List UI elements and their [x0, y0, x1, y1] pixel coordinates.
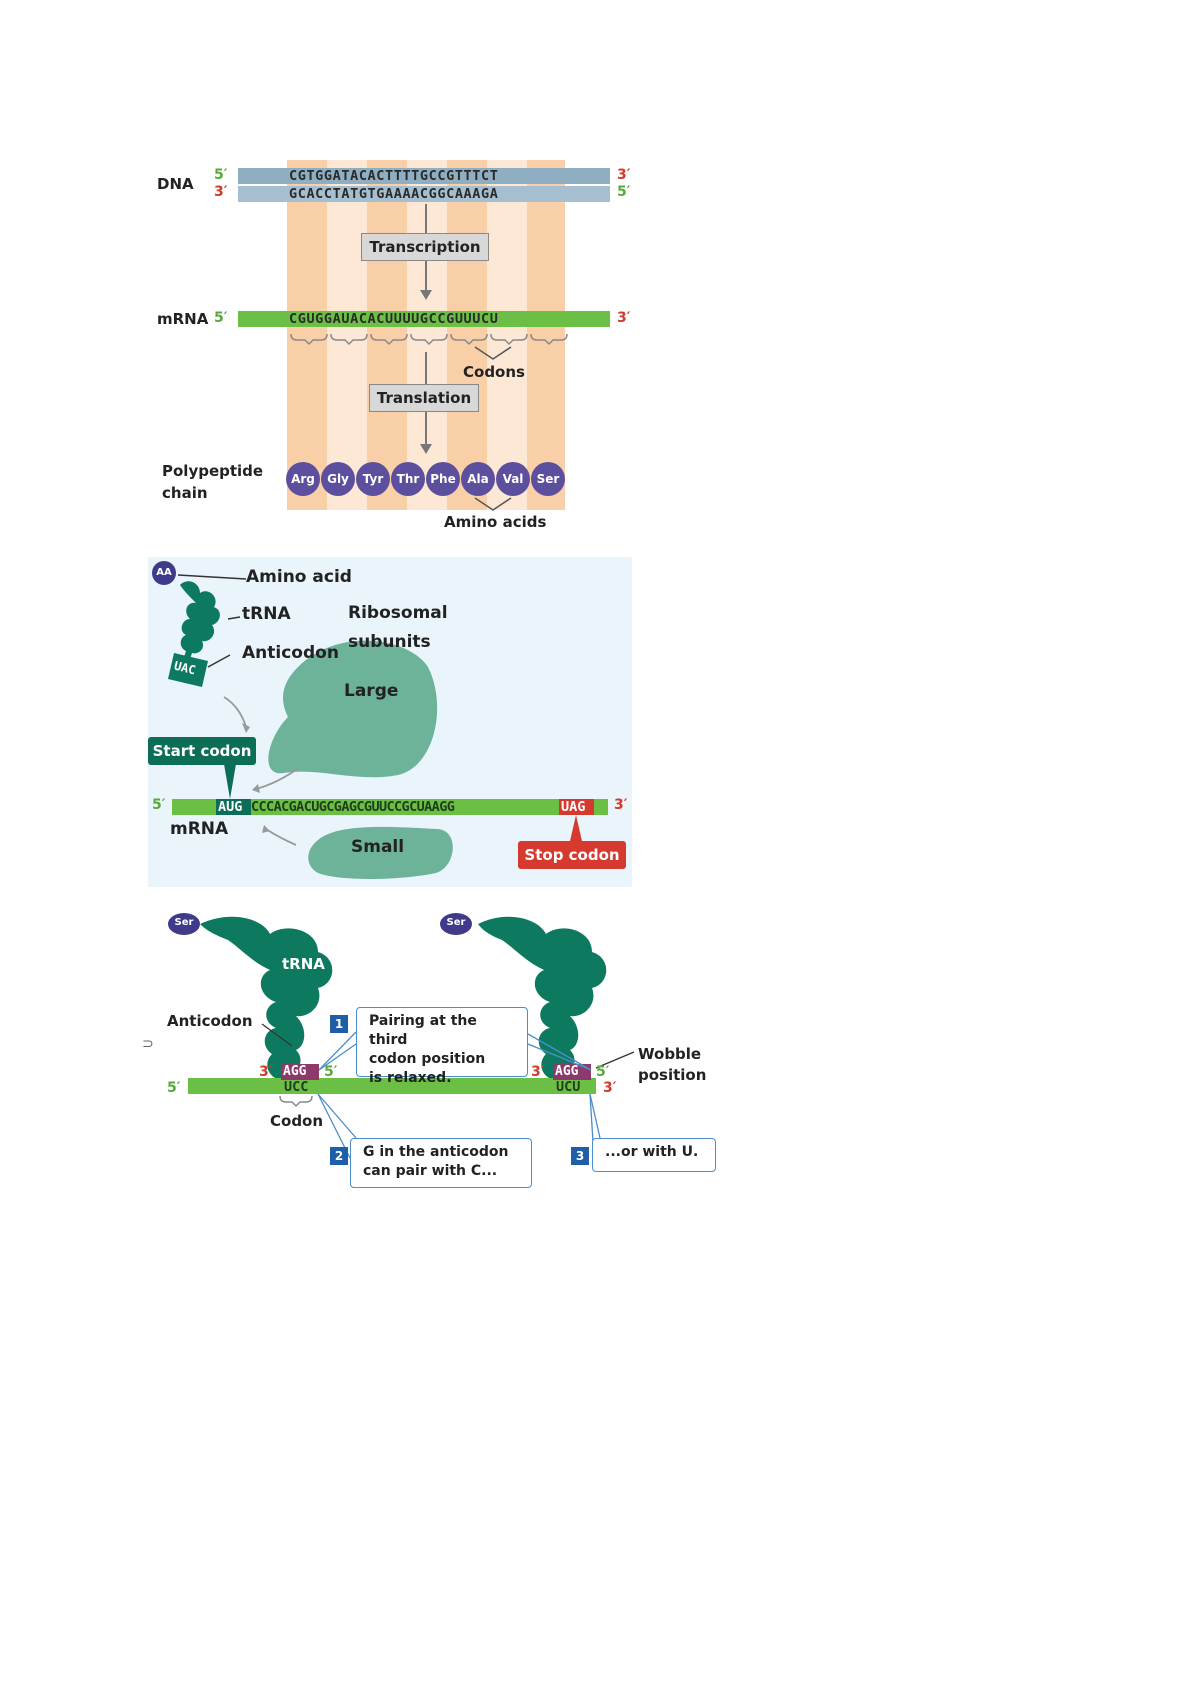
stray-mark: ⊃	[142, 1036, 154, 1052]
dna-top-5prime: 5′	[214, 167, 228, 183]
callout-1-line-1: Pairing at the third	[369, 1013, 477, 1048]
ribosome-graphics	[168, 574, 608, 879]
dna-strand-bottom	[238, 186, 610, 202]
small-subunit-label: Small	[351, 837, 405, 857]
mrna-3prime: 3′	[614, 797, 628, 813]
mrna-3prime: 3′	[603, 1080, 617, 1096]
callout-3: ...or with U.	[592, 1138, 716, 1172]
right-anticodon-seq: AGG	[555, 1064, 579, 1079]
left-anticodon-5prime: 5′	[324, 1064, 338, 1080]
callout-1: Pairing at the third codon position is r…	[356, 1007, 528, 1086]
mrna-middle-sequence: CCCACGACUGCGAGCGUUCCGCUAAGG	[251, 799, 455, 815]
codons-label: Codons	[463, 363, 525, 381]
dna-bottom-sequence: GCACCTATGTGAAAACGGCAAAGA	[289, 186, 499, 202]
codon-right-seq: UCU	[556, 1079, 581, 1095]
wobble-label-2: position	[638, 1066, 707, 1084]
mrna-5prime: 5′	[167, 1080, 181, 1096]
amino-acid-ser: Ser	[531, 462, 565, 496]
amino-acid-tyr: Tyr	[356, 462, 390, 496]
mrna-label: mRNA	[170, 819, 229, 839]
start-codon-label: Start codon	[152, 742, 252, 760]
callout-1-line-2: codon position	[369, 1051, 486, 1067]
mrna-5prime: 5′	[214, 310, 228, 326]
anticodon-label: Anticodon	[242, 643, 339, 663]
amino-acid-arg: Arg	[286, 462, 320, 496]
dna-top-3prime: 3′	[617, 167, 631, 183]
ribosomal-subunits-label-1: Ribosomal	[348, 603, 448, 623]
amino-acids-label: Amino acids	[444, 513, 547, 531]
amino-acid-thr: Thr	[391, 462, 425, 496]
mrna-3prime: 3′	[617, 310, 631, 326]
large-subunit-label: Large	[344, 681, 399, 701]
dna-label: DNA	[157, 175, 194, 193]
transcription-box: Transcription	[361, 233, 489, 261]
wobble-label-1: Wobble	[638, 1045, 702, 1063]
mrna-label: mRNA	[157, 310, 209, 328]
amino-acid-phe: Phe	[426, 462, 460, 496]
stop-codon-badge: Stop codon	[518, 841, 626, 869]
right-anticodon-3prime: 3′	[531, 1064, 545, 1080]
left-anticodon-3prime: 3′	[259, 1064, 273, 1080]
start-codon-badge: Start codon	[148, 737, 256, 765]
codon-left-seq: UCC	[284, 1079, 309, 1095]
left-anticodon-seq: AGG	[283, 1064, 307, 1079]
wobble-graphics	[168, 913, 635, 1159]
dna-top-sequence: CGTGGATACACTTTTGCCGTTTCT	[289, 168, 499, 184]
ser-badge-left: Ser	[174, 917, 194, 928]
aa-badge-text: AA	[156, 567, 172, 578]
aa-badge: AA	[152, 561, 176, 585]
polypeptide-label: Polypeptide	[162, 462, 264, 480]
anticodon-label: Anticodon	[167, 1012, 253, 1030]
stop-codon-label: Stop codon	[524, 846, 620, 864]
amino-acid-ala: Ala	[461, 462, 495, 496]
callout-2: G in the anticodon can pair with C...	[350, 1138, 532, 1188]
mrna-sequence: CGUGGAUACACUUUUGCCGUUUCU	[289, 311, 499, 327]
callout-2-number: 2	[330, 1147, 348, 1165]
ribosomal-subunits-label-2: subunits	[348, 632, 431, 652]
callout-3-line-1: ...or with U.	[605, 1144, 699, 1160]
amino-acid-gly: Gly	[321, 462, 355, 496]
translation-box: Translation	[369, 384, 479, 412]
dna-bottom-3prime: 3′	[214, 184, 228, 200]
amino-acid-label: Amino acid	[246, 567, 352, 587]
mrna-strand	[238, 311, 610, 327]
dna-bottom-5prime: 5′	[617, 184, 631, 200]
panel-ribosome-assembly: AA Amino acid tRNA Anticodon UAC Ribosom…	[148, 557, 632, 887]
amino-acid-val: Val	[496, 462, 530, 496]
trna-label: tRNA	[282, 955, 325, 973]
mrna-stop-codon: UAG	[561, 799, 586, 815]
ser-badge-right: Ser	[446, 917, 466, 928]
dna-strand-top	[238, 168, 610, 184]
callout-2-line-2: can pair with C...	[363, 1163, 498, 1179]
right-anticodon-5prime: 5′	[596, 1064, 610, 1080]
codon-label: Codon	[270, 1112, 324, 1130]
callout-3-number: 3	[571, 1147, 589, 1165]
polypeptide-label-chain: chain	[162, 484, 208, 502]
trna-label: tRNA	[242, 604, 291, 624]
callout-1-number: 1	[330, 1015, 348, 1033]
callout-2-line-1: G in the anticodon	[363, 1144, 509, 1160]
callout-1-line-3: is relaxed.	[369, 1070, 452, 1086]
mrna-5prime: 5′	[152, 797, 166, 813]
mrna-start-codon: AUG	[218, 799, 243, 815]
